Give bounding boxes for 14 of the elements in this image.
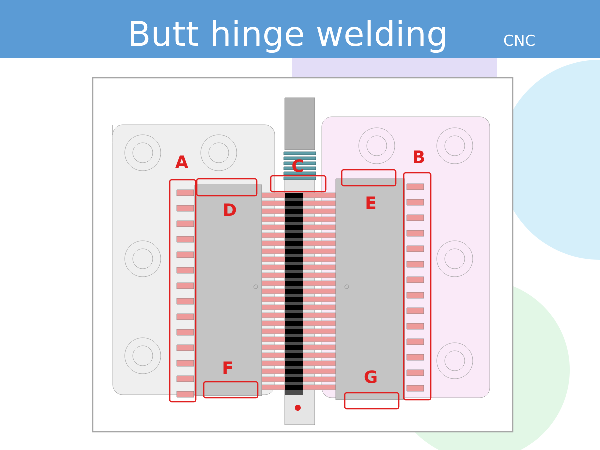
callout-box: A <box>169 156 197 403</box>
node-label: E <box>366 196 376 210</box>
subtitle: CNC <box>504 34 535 46</box>
node-label: G <box>364 370 377 384</box>
callout-box: E <box>341 169 397 210</box>
callout-box: D <box>196 178 258 216</box>
title: Butt hinge welding <box>131 20 446 54</box>
callout-box: G <box>344 370 400 410</box>
callout-box: F <box>203 362 259 399</box>
node-label: F <box>224 362 232 374</box>
node-label: D <box>224 204 236 216</box>
node-label: B <box>414 150 424 164</box>
node-label: A <box>176 156 189 168</box>
callout-box: B <box>403 150 432 401</box>
